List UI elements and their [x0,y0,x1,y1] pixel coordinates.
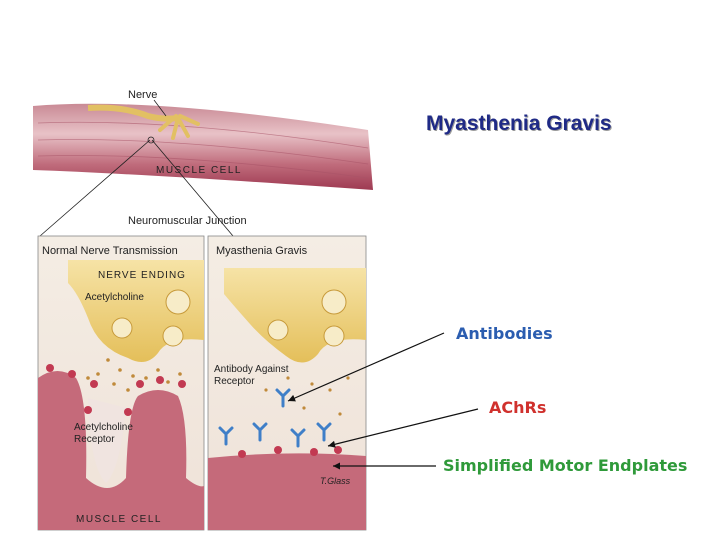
muscle-cell-bottom-label: MUSCLE CELL [76,514,162,525]
achrs-label: AChRs [489,398,547,417]
myasthenia-gravis-panel: Myasthenia Gravis Antibody Against Recep… [207,235,367,531]
acetylcholine-label: Acetylcholine [85,292,144,303]
nerve-fiber [87,104,179,122]
artist-signature: T.Glass [320,476,351,486]
slide-title: Myasthenia Gravis [426,112,612,135]
muscle-cell-top-label: MUSCLE CELL [156,165,242,176]
left-panel-title: Normal Nerve Transmission [42,245,178,257]
ach-receptor-label-1: Acetylcholine [74,422,133,433]
junction-label: Neuromuscular Junction [128,215,247,227]
nerve-label: Nerve [128,89,157,101]
ach-receptor-label-2: Receptor [74,434,115,445]
achrs-arrow [327,408,479,448]
antibody-label-2: Receptor [214,376,255,387]
nmj-illustration: Nerve MUSCLE CELL Neuromuscular Junction… [33,89,373,531]
normal-transmission-panel: Normal Nerve Transmission NERVE ENDING A… [37,235,205,531]
right-panel-title: Myasthenia Gravis [216,245,308,257]
endplates-label: Simplified Motor Endplates [443,456,688,475]
antibody-label-1: Antibody Against [214,364,289,375]
antibodies-label: Antibodies [456,324,553,343]
antibodies-arrow [287,332,445,402]
nerve-ending-label: NERVE ENDING [98,270,186,281]
